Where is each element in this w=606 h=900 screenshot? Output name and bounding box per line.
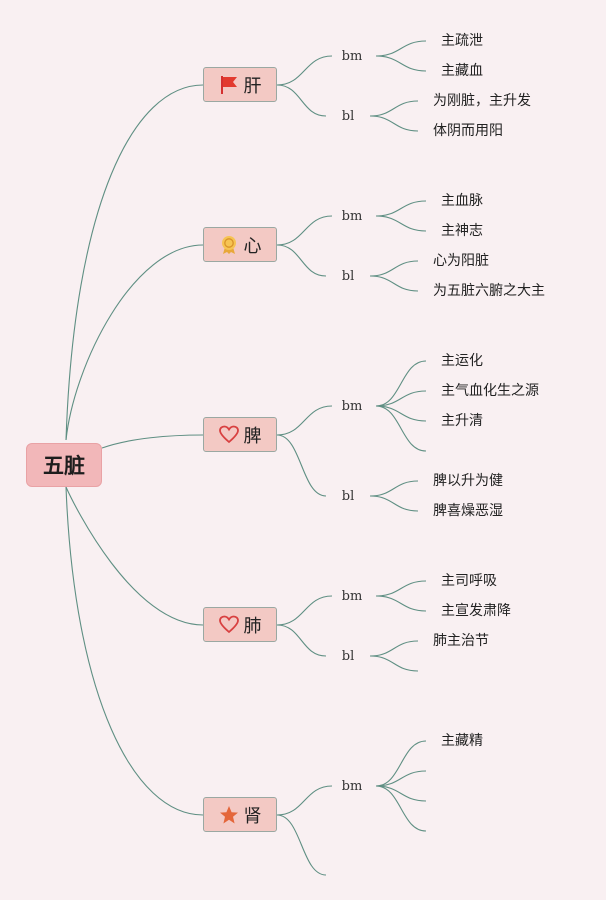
leaf-item[interactable]: 主疏泄 — [441, 33, 483, 49]
connector-line — [375, 770, 427, 787]
organ-label: 肺 — [243, 615, 262, 637]
connector-line — [375, 785, 427, 802]
leaf-item[interactable]: 为五脏六腑之大主 — [433, 283, 545, 299]
leaf-item[interactable]: 主升清 — [441, 413, 483, 429]
leaf-item[interactable]: 心为阳脏 — [433, 253, 489, 269]
leaf-item[interactable]: 主宣发肃降 — [441, 603, 511, 619]
root-node[interactable]: 五脏 — [26, 443, 102, 487]
connector-line — [276, 244, 327, 277]
connector-line — [375, 40, 427, 57]
connector-line — [276, 405, 333, 436]
connector-line — [276, 434, 327, 497]
organ-label: 肾 — [243, 805, 262, 827]
organ-node-kidney[interactable]: 肾 — [203, 797, 277, 832]
branch-label[interactable]: bl — [341, 109, 355, 124]
organ-node-lung[interactable]: 肺 — [203, 607, 277, 642]
leaf-item[interactable]: 脾以升为健 — [433, 473, 503, 489]
organ-node-heart[interactable]: 心 — [203, 227, 277, 262]
connector-line — [65, 244, 204, 441]
connector-line — [375, 200, 427, 217]
connector-line — [276, 595, 333, 626]
branch-label[interactable]: bm — [341, 779, 363, 794]
connector-line — [276, 84, 327, 117]
connector-line — [65, 486, 204, 816]
branch-label[interactable]: bm — [341, 209, 363, 224]
connector-line — [276, 55, 333, 86]
connector-line — [369, 480, 419, 497]
connector-line — [369, 260, 419, 277]
organ-node-liver[interactable]: 肝 — [203, 67, 277, 102]
leaf-item[interactable]: 主司呼吸 — [441, 573, 497, 589]
connector-line — [369, 655, 419, 672]
connector-line — [276, 215, 333, 246]
branch-label[interactable]: bm — [341, 589, 363, 604]
connector-line — [375, 595, 427, 612]
leaf-item[interactable]: 主气血化生之源 — [441, 383, 539, 399]
organ-label: 心 — [243, 235, 262, 257]
connector-line — [369, 640, 419, 657]
leaf-item[interactable]: 主藏血 — [441, 63, 483, 79]
leaf-item[interactable]: 主运化 — [441, 353, 483, 369]
branch-label[interactable]: bm — [341, 399, 363, 414]
award-medal-icon — [219, 235, 239, 255]
branch-label[interactable]: bl — [341, 649, 355, 664]
star-icon — [219, 805, 239, 825]
leaf-item[interactable]: 肺主治节 — [433, 633, 489, 649]
heart-outline-icon — [218, 425, 239, 445]
connector-line — [276, 785, 333, 816]
connector-line — [375, 405, 427, 452]
connector-line — [375, 405, 427, 422]
branch-label[interactable]: bl — [341, 269, 355, 284]
connector-line — [276, 624, 327, 657]
connector-line — [375, 390, 427, 407]
red-flag-icon — [219, 75, 239, 95]
connector-line — [65, 84, 204, 441]
connector-line — [375, 740, 427, 787]
organ-label: 肝 — [243, 75, 262, 97]
leaf-item[interactable]: 主藏精 — [441, 733, 483, 749]
connector-line — [65, 486, 204, 626]
connector-line — [375, 360, 427, 407]
leaf-item[interactable]: 体阴而用阳 — [433, 123, 503, 139]
root-label: 五脏 — [43, 454, 85, 478]
leaf-item[interactable]: 主血脉 — [441, 193, 483, 209]
connector-line — [369, 275, 419, 292]
connector-line — [375, 55, 427, 72]
connector-line — [375, 215, 427, 232]
connector-line — [369, 100, 419, 117]
leaf-item[interactable]: 为刚脏，主升发 — [433, 93, 531, 109]
branch-label[interactable]: bm — [341, 49, 363, 64]
connector-line — [375, 580, 427, 597]
connector-line — [375, 785, 427, 832]
leaf-item[interactable]: 脾喜燥恶湿 — [433, 503, 503, 519]
connector-line — [369, 495, 419, 512]
connector-line — [369, 115, 419, 132]
leaf-item[interactable]: 主神志 — [441, 223, 483, 239]
branch-label[interactable]: bl — [341, 489, 355, 504]
connector-line — [276, 814, 327, 876]
organ-node-spleen[interactable]: 脾 — [203, 417, 277, 452]
organ-label: 脾 — [243, 425, 262, 447]
connector-line — [101, 434, 204, 449]
heart-outline-icon — [218, 615, 239, 635]
